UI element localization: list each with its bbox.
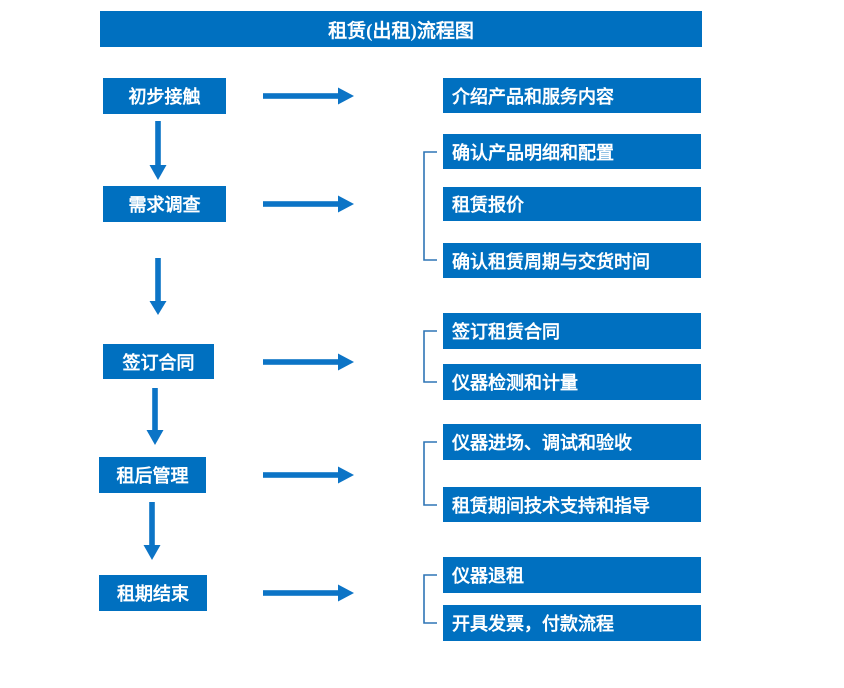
detail-box-step4-1: 仪器进场、调试和验收 (443, 424, 701, 460)
detail-box-step1-1: 介绍产品和服务内容 (443, 78, 701, 113)
arrow-down-step3-step4 (146, 388, 164, 445)
detail-box-step5-2: 开具发票，付款流程 (443, 605, 701, 641)
detail-box-step3-1: 签订租赁合同 (443, 313, 701, 349)
detail-box-step2-2: 租赁报价 (443, 187, 701, 221)
arrow-right-step2 (263, 195, 354, 213)
arrow-down-step2-step3 (149, 258, 167, 315)
step-box-demand-survey: 需求调查 (103, 186, 226, 222)
bracket-step2-details (423, 151, 437, 261)
bracket-step5-details (423, 574, 437, 624)
arrow-right-step5 (263, 584, 354, 602)
flowchart-title-bar: 租赁(出租)流程图 (100, 11, 702, 47)
detail-box-step2-3: 确认租赁周期与交货时间 (443, 243, 701, 278)
step-box-sign-contract: 签订合同 (103, 344, 214, 379)
detail-box-step5-1: 仪器退租 (443, 557, 701, 593)
arrow-right-step1 (263, 87, 354, 105)
arrow-right-step3 (263, 353, 354, 371)
bracket-step3-details (423, 330, 437, 383)
flowchart-title: 租赁(出租)流程图 (328, 20, 474, 42)
detail-box-step2-1: 确认产品明细和配置 (443, 134, 701, 169)
step-box-lease-end: 租期结束 (99, 575, 207, 611)
arrow-down-step1-step2 (149, 121, 167, 180)
step-box-initial-contact: 初步接触 (103, 78, 226, 114)
arrow-down-step4-step5 (143, 502, 161, 560)
detail-box-step3-2: 仪器检测和计量 (443, 364, 701, 400)
arrow-right-step4 (263, 466, 354, 484)
detail-box-step4-2: 租赁期间技术支持和指导 (443, 487, 701, 522)
bracket-step4-details (423, 441, 437, 506)
step-box-post-rental-management: 租后管理 (99, 457, 206, 493)
